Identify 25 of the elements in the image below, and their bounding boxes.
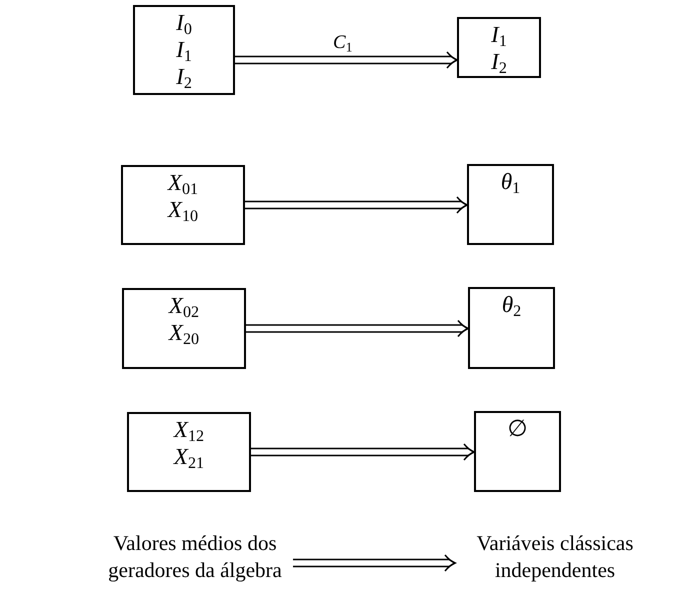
math-symbol: θ$_{2}$: [500, 291, 522, 318]
variable-box: [474, 411, 561, 492]
math-symbol: I$_{1}$: [490, 21, 508, 48]
math-symbol: I$_{2}$: [175, 63, 193, 90]
math-symbol: I$_{2}$: [490, 48, 508, 75]
math-symbol: X$_{12}$: [172, 416, 206, 443]
variable-box: [127, 412, 251, 492]
math-symbol: I$_{1}$: [175, 36, 193, 63]
variable-box: [457, 17, 541, 78]
math-symbol: X$_{21}$: [172, 443, 206, 470]
description-text: Valores médios dos geradores da álgebra: [107, 530, 283, 584]
math-symbol: X$_{10}$: [166, 196, 200, 223]
math-symbol: X$_{20}$: [167, 319, 200, 346]
variable-box: [122, 288, 246, 369]
variable-box: [468, 287, 555, 369]
description-text: Variáveis clássicas independentes: [476, 530, 634, 584]
variable-box: [133, 5, 235, 95]
math-symbol: I$_{0}$: [175, 9, 193, 36]
math-symbol: ∅: [506, 415, 528, 442]
math-symbol: θ$_{1}$: [500, 168, 522, 195]
math-symbol: X$_{02}$: [167, 292, 200, 319]
edge-label: C$_{1}$: [332, 34, 354, 52]
math-symbol: X$_{01}$: [166, 169, 200, 196]
variable-box: [467, 164, 554, 245]
variable-box: [121, 165, 245, 245]
